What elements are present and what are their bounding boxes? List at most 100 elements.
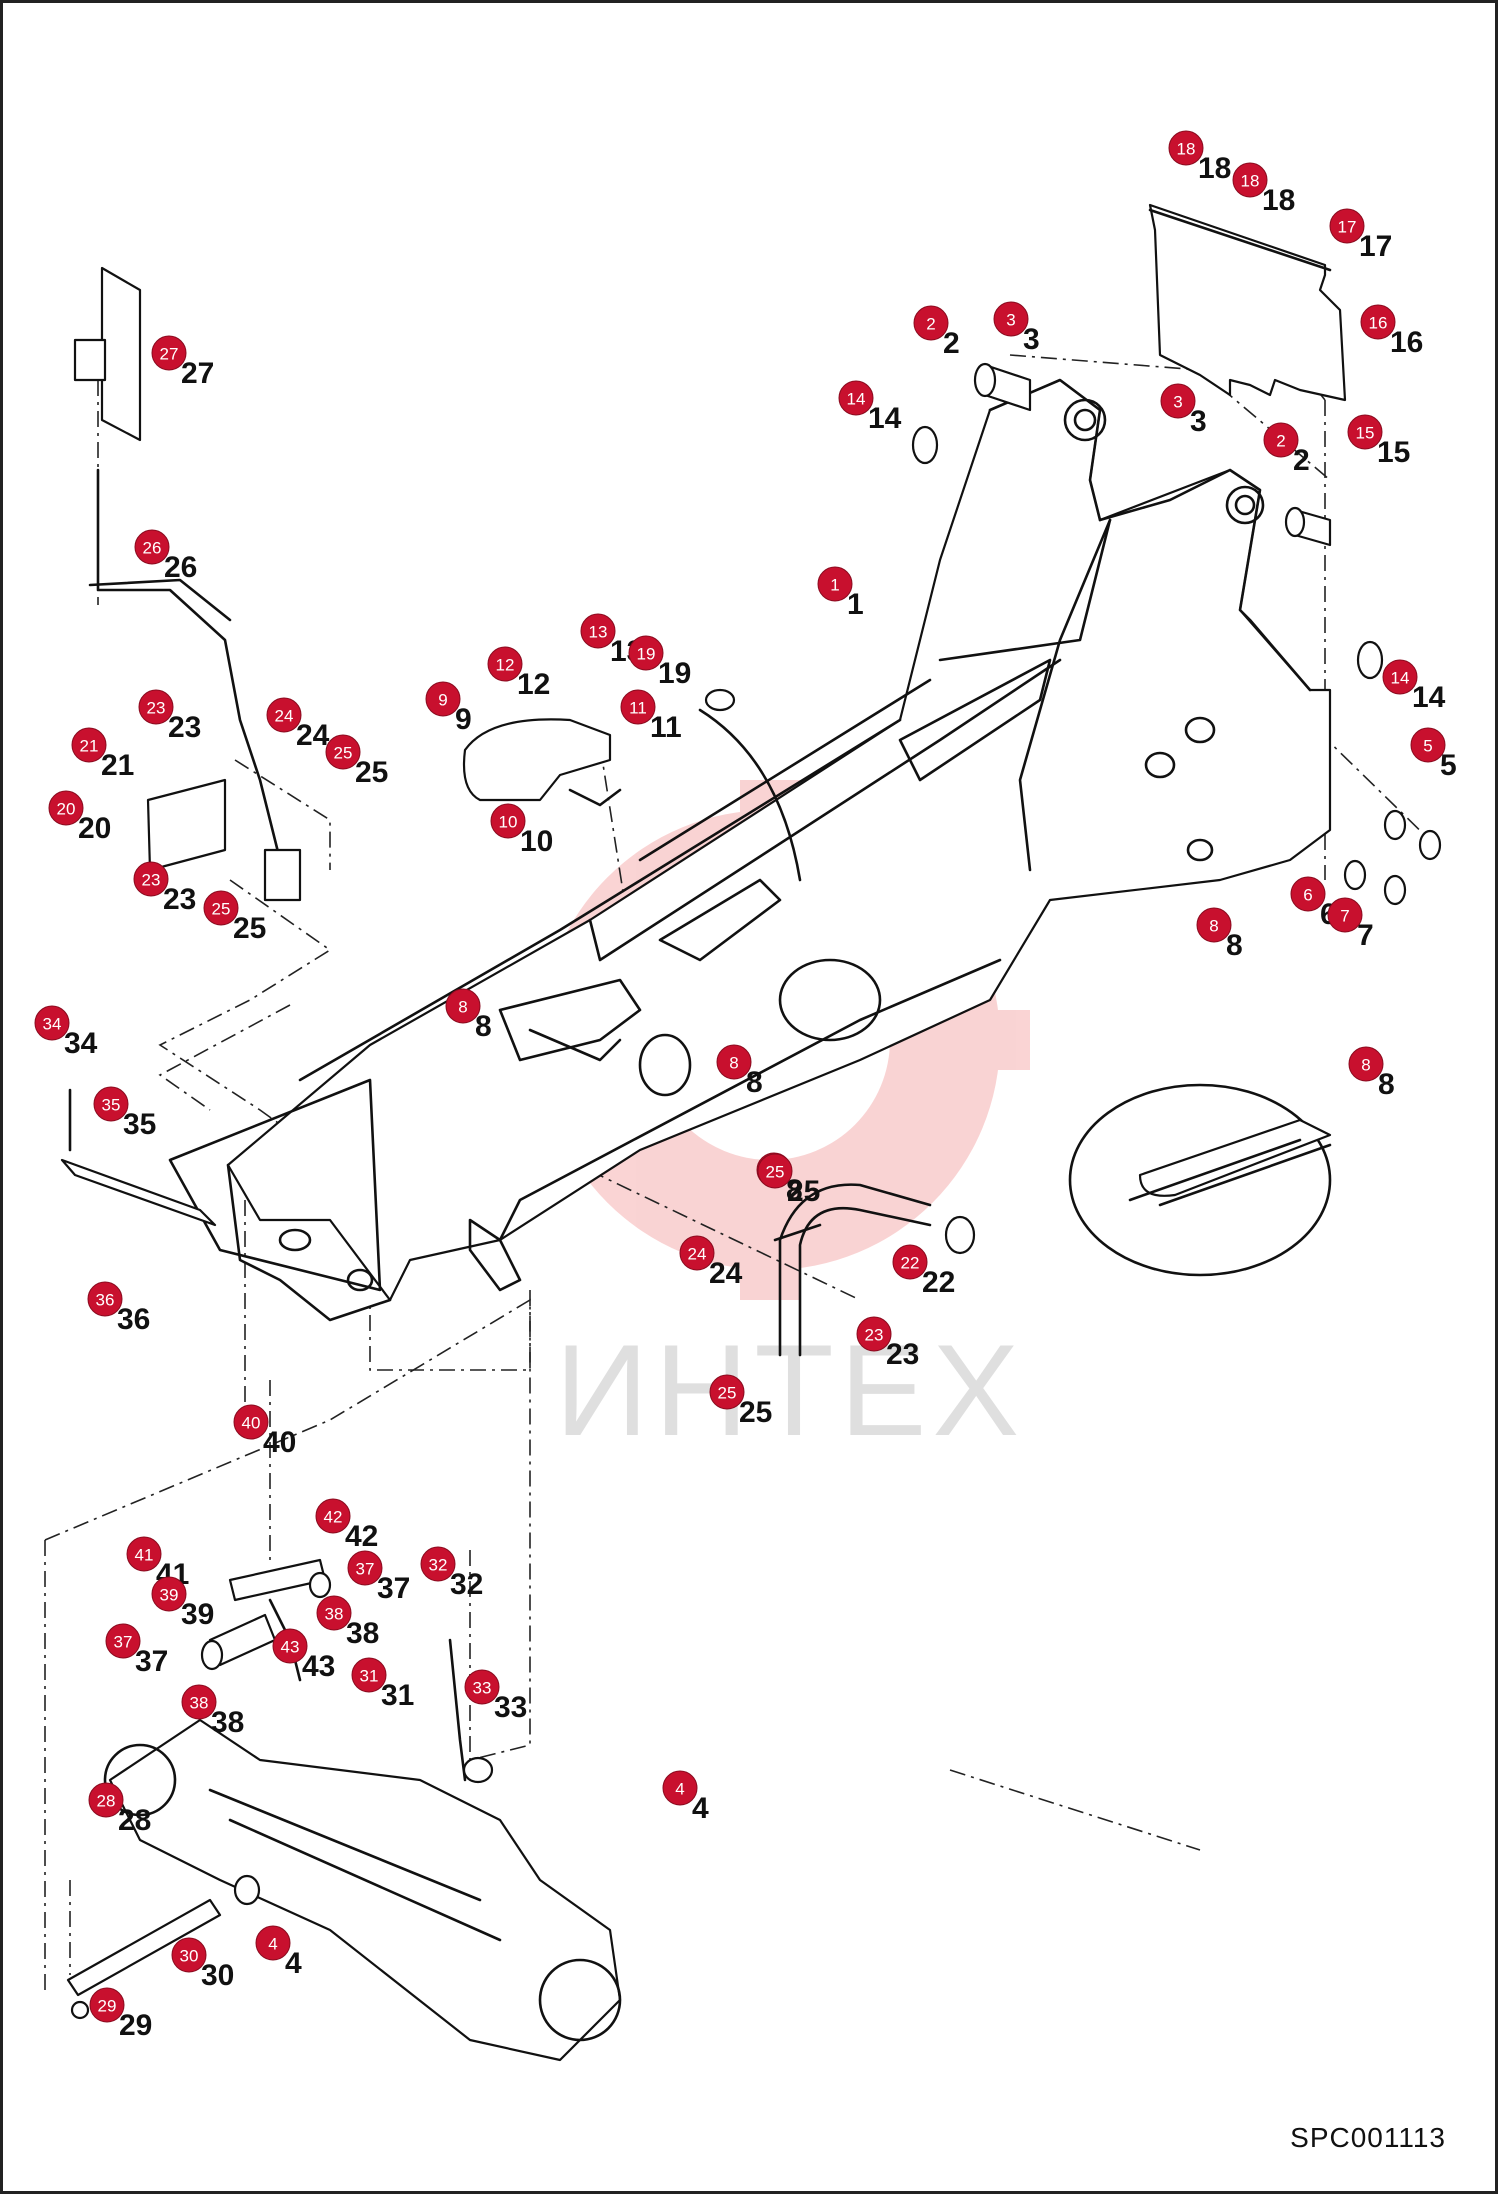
callout-marker-25[interactable]: 25 <box>325 734 361 770</box>
callout-circle <box>255 1925 291 1961</box>
callout-marker-40[interactable]: 40 <box>233 1404 269 1440</box>
callout-number: 24 <box>275 707 294 726</box>
callout-marker-8[interactable]: 8 <box>1196 907 1232 943</box>
callout-marker-12[interactable]: 12 <box>487 646 523 682</box>
callout-number: 12 <box>496 656 515 675</box>
part-label-20: 20 <box>78 812 111 845</box>
callout-marker-10[interactable]: 10 <box>490 803 526 839</box>
callout-circle <box>487 646 523 682</box>
callout-circle <box>1382 659 1418 695</box>
callout-number: 13 <box>589 623 608 642</box>
callout-marker-7[interactable]: 7 <box>1327 897 1363 933</box>
small-parts <box>60 203 1442 2062</box>
callout-marker-38[interactable]: 38 <box>316 1595 352 1631</box>
callout-number: 31 <box>360 1667 379 1686</box>
callout-marker-37[interactable]: 37 <box>347 1550 383 1586</box>
callout-marker-3[interactable]: 3 <box>993 301 1029 337</box>
callout-marker-17[interactable]: 17 <box>1329 208 1365 244</box>
callout-circle <box>425 681 461 717</box>
callout-marker-20[interactable]: 20 <box>48 790 84 826</box>
callout-marker-1[interactable]: 1 <box>817 566 853 602</box>
callout-number: 3 <box>1173 393 1182 412</box>
callout-marker-9[interactable]: 9 <box>425 681 461 717</box>
callout-circle <box>351 1657 387 1693</box>
part-label-43: 43 <box>302 1650 335 1683</box>
callout-marker-3[interactable]: 3 <box>1160 383 1196 419</box>
callout-marker-25[interactable]: 25 <box>757 1153 793 1189</box>
part-label-4: 4 <box>692 1792 709 1825</box>
callout-number: 25 <box>718 1384 737 1403</box>
callout-circle <box>464 1669 500 1705</box>
callout-marker-4[interactable]: 4 <box>662 1770 698 1806</box>
callout-marker-25[interactable]: 25 <box>709 1374 745 1410</box>
callout-marker-22[interactable]: 22 <box>892 1244 928 1280</box>
callout-marker-25[interactable]: 25 <box>203 890 239 926</box>
callout-marker-8[interactable]: 8 <box>445 988 481 1024</box>
callout-marker-23[interactable]: 23 <box>856 1316 892 1352</box>
callout-number: 41 <box>135 1546 154 1565</box>
callout-marker-35[interactable]: 35 <box>93 1086 129 1122</box>
part-label-16: 16 <box>1390 326 1423 359</box>
callout-marker-15[interactable]: 15 <box>1347 414 1383 450</box>
callout-marker-30[interactable]: 30 <box>171 1937 207 1973</box>
callout-circle <box>1347 414 1383 450</box>
callout-marker-39[interactable]: 39 <box>151 1576 187 1612</box>
callout-marker-41[interactable]: 41 <box>126 1536 162 1572</box>
part-label-2: 2 <box>1293 444 1310 477</box>
callout-circle <box>716 1044 752 1080</box>
callout-marker-14[interactable]: 14 <box>1382 659 1418 695</box>
callout-marker-13[interactable]: 13 <box>580 613 616 649</box>
callout-number: 18 <box>1241 172 1260 191</box>
callout-marker-23[interactable]: 23 <box>138 689 174 725</box>
callout-marker-27[interactable]: 27 <box>151 335 187 371</box>
callout-marker-28[interactable]: 28 <box>88 1782 124 1818</box>
callout-marker-18[interactable]: 18 <box>1232 162 1268 198</box>
callout-marker-42[interactable]: 42 <box>315 1498 351 1534</box>
callout-marker-33[interactable]: 33 <box>464 1669 500 1705</box>
callout-marker-26[interactable]: 26 <box>134 529 170 565</box>
callout-marker-31[interactable]: 31 <box>351 1657 387 1693</box>
callout-marker-29[interactable]: 29 <box>89 1987 125 2023</box>
part-label-9: 9 <box>455 703 472 736</box>
callout-circle <box>272 1628 308 1664</box>
callout-marker-19[interactable]: 19 <box>628 635 664 671</box>
callout-circle <box>316 1595 352 1631</box>
part-label-28: 28 <box>118 1804 151 1837</box>
part-label-23: 23 <box>168 711 201 744</box>
part-label-17: 17 <box>1359 230 1392 263</box>
part-label-3: 3 <box>1023 323 1040 356</box>
callout-marker-34[interactable]: 34 <box>34 1005 70 1041</box>
callout-marker-2[interactable]: 2 <box>913 305 949 341</box>
callout-circle <box>48 790 84 826</box>
part-label-27: 27 <box>181 357 214 390</box>
callout-marker-14[interactable]: 14 <box>838 380 874 416</box>
callout-circle <box>1348 1046 1384 1082</box>
callout-marker-2[interactable]: 2 <box>1263 422 1299 458</box>
callout-marker-8[interactable]: 8 <box>716 1044 752 1080</box>
callout-marker-16[interactable]: 16 <box>1360 304 1396 340</box>
callout-marker-23[interactable]: 23 <box>133 861 169 897</box>
callout-marker-43[interactable]: 43 <box>272 1628 308 1664</box>
callout-marker-24[interactable]: 24 <box>679 1235 715 1271</box>
callout-number: 14 <box>847 390 866 409</box>
callout-circle <box>105 1623 141 1659</box>
callout-marker-38[interactable]: 38 <box>181 1684 217 1720</box>
callout-marker-8[interactable]: 8 <box>1348 1046 1384 1082</box>
callout-marker-24[interactable]: 24 <box>266 697 302 733</box>
callout-circle <box>620 689 656 725</box>
callout-circle <box>138 689 174 725</box>
callout-marker-32[interactable]: 32 <box>420 1546 456 1582</box>
callout-marker-6[interactable]: 6 <box>1290 876 1326 912</box>
callout-marker-36[interactable]: 36 <box>87 1281 123 1317</box>
callout-marker-5[interactable]: 5 <box>1410 727 1446 763</box>
callout-number: 26 <box>143 539 162 558</box>
callout-marker-11[interactable]: 11 <box>620 689 656 725</box>
part-label-8: 8 <box>746 1066 763 1099</box>
callout-marker-37[interactable]: 37 <box>105 1623 141 1659</box>
callout-number: 37 <box>114 1633 133 1652</box>
callout-marker-18[interactable]: 18 <box>1168 130 1204 166</box>
callout-marker-4[interactable]: 4 <box>255 1925 291 1961</box>
callout-circle <box>87 1281 123 1317</box>
callout-marker-21[interactable]: 21 <box>71 727 107 763</box>
